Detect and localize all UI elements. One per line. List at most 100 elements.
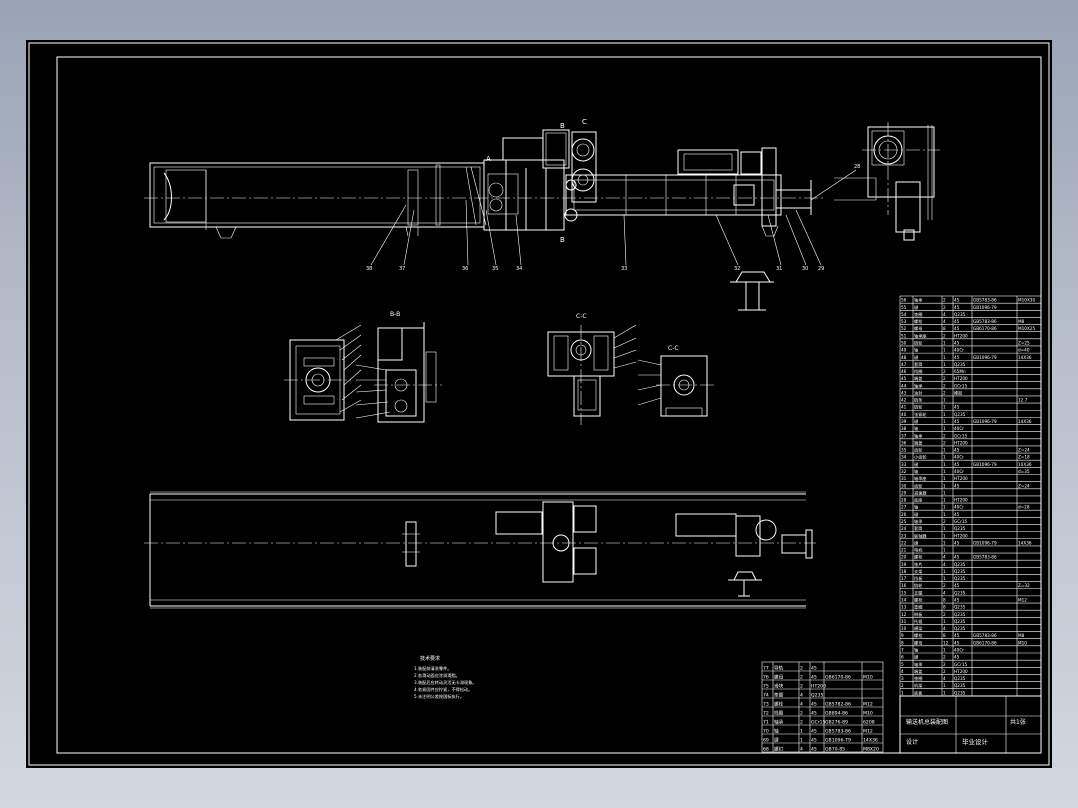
parts-list-cell: 2 <box>800 720 803 726</box>
parts-list-cell: 2 <box>800 675 803 681</box>
parts-list-cell: 54 <box>901 312 907 317</box>
parts-list-cell: 联轴器 <box>914 532 927 539</box>
parts-list-cell: 4 <box>943 555 946 560</box>
parts-list-cell: GB1096-79 <box>973 462 997 467</box>
parts-list-cell: HT200 <box>954 498 968 503</box>
parts-list-cell: GCr15 <box>954 433 968 438</box>
parts-list-cell: 45 <box>954 298 960 303</box>
parts-list-cell: 25 <box>901 519 907 524</box>
parts-list-cell: Q235 <box>954 312 966 317</box>
parts-list-cell: 2 <box>943 655 946 660</box>
parts-list-cell: M12 <box>863 702 873 708</box>
parts-list-cell: 齿轮 <box>914 447 923 454</box>
section-view-left <box>284 324 362 421</box>
technical-requirements: 技术要求 1.装配前清洗零件。 2.各滑动面应涂润滑脂。 3.装配后应转动灵活无… <box>414 655 477 700</box>
parts-list-cell: 43 <box>901 390 907 395</box>
parts-list-cell: 2 <box>800 711 803 717</box>
drawing-viewport[interactable]: 38 37 36 35 34 33 32 31 30 29 28 B B C A <box>26 40 1052 768</box>
parts-list-cell: 45 <box>811 702 817 708</box>
section-cc-label: C-C <box>576 313 587 320</box>
parts-list-cell: 1 <box>943 648 946 653</box>
parts-list-cell: 轴承 <box>914 661 923 668</box>
parts-list-cell: 15 <box>901 590 907 595</box>
parts-list-cell: 45 <box>954 655 960 660</box>
parts-list-cell: 47 <box>901 362 907 367</box>
parts-list-cell: GB70-85 <box>825 747 845 753</box>
parts-list-cell: 横梁 <box>914 625 923 632</box>
parts-list-cell: 1 <box>800 729 803 735</box>
parts-list-cell: 2 <box>943 383 946 388</box>
parts-list-cell: 键 <box>914 461 919 468</box>
parts-list-cell: 51 <box>901 333 907 338</box>
plan-view <box>144 491 816 609</box>
parts-list-cell: 1 <box>943 690 946 695</box>
tech-req-line: 3.装配后应转动灵活无卡滞现象。 <box>414 679 477 686</box>
parts-list-cell: Q235 <box>954 626 966 631</box>
parts-list-cell: 70 <box>763 729 769 735</box>
parts-list-cell: 键 <box>914 418 919 425</box>
parts-list-cell: GB894-86 <box>825 711 848 717</box>
parts-list-cell: M10 <box>1018 640 1027 645</box>
section-cc2-label: C-C <box>668 345 679 352</box>
parts-list-cell: 垫圈 <box>774 692 784 699</box>
svg-text:30: 30 <box>802 266 808 272</box>
parts-list-cell: Z=18 <box>1018 455 1030 460</box>
parts-list-cell: 36 <box>901 440 907 445</box>
parts-list-cell: 45 <box>901 376 907 381</box>
parts-list-cell: 40Cr <box>954 648 964 653</box>
parts-list-cell: GB6170-86 <box>973 326 997 331</box>
parts-list-cell: 1 <box>943 426 946 431</box>
parts-list-cell: 减速器 <box>914 489 927 496</box>
parts-list-cell: 40Cr <box>954 505 964 510</box>
parts-list-cell: 16 <box>901 583 907 588</box>
parts-list-cell: GB1096-79 <box>973 355 997 360</box>
parts-list-cell: 轴承 <box>914 432 923 439</box>
parts-list-cell: GB1096-79 <box>973 419 997 424</box>
parts-list-cell: 轴承 <box>914 297 923 304</box>
parts-list-cell: 37 <box>901 433 907 438</box>
inner-frame <box>56 56 1042 754</box>
parts-list-cell: 2 <box>943 376 946 381</box>
parts-list-cell: GCr15 <box>954 383 968 388</box>
parts-list-cell: 45 <box>954 305 960 310</box>
parts-list-cell: 齿轮 <box>914 482 923 489</box>
parts-list-cell: 45 <box>954 483 960 488</box>
parts-list-cell: 23 <box>901 533 907 538</box>
parts-list-cell: 油封 <box>914 389 922 396</box>
parts-list-cell: 链轮 <box>914 404 923 411</box>
parts-list-cell: 45 <box>811 675 817 681</box>
parts-list-cell: 2 <box>943 440 946 445</box>
parts-list-cell: 2 <box>943 390 946 395</box>
parts-list-cell: 45 <box>954 555 960 560</box>
parts-list-cell: 轴承座 <box>914 332 927 339</box>
parts-list-cell: 轴承座 <box>914 475 927 482</box>
svg-text:38: 38 <box>366 266 372 272</box>
parts-list-cell: 27 <box>901 505 907 510</box>
parts-list-cell: 1 <box>943 405 946 410</box>
parts-list-cell: 75 <box>763 684 769 690</box>
svg-text:28: 28 <box>854 164 860 170</box>
title-block-title: 输送机总装配图 <box>906 718 948 726</box>
parts-list-cell: Q235 <box>811 693 823 699</box>
parts-list-cell: 托辊 <box>914 618 923 625</box>
parts-list-cell: 2 <box>943 662 946 667</box>
parts-list-cell: M12 <box>1018 598 1027 603</box>
parts-list-cell: 挡圈 <box>914 368 922 375</box>
parts-list-cell: 40Cr <box>954 469 964 474</box>
parts-list-cell: 底板 <box>914 689 923 696</box>
parts-list-cell: 42 <box>901 398 907 403</box>
